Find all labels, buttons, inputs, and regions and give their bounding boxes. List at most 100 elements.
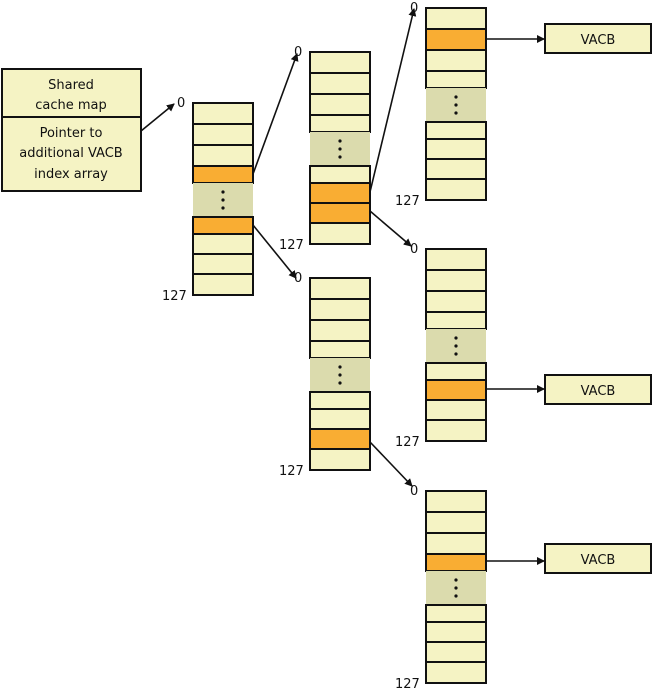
array-entry bbox=[425, 178, 487, 201]
array-entry bbox=[309, 114, 371, 133]
vacb-box-rect bbox=[544, 543, 652, 574]
ellipsis-dot bbox=[221, 206, 225, 210]
array-entry bbox=[309, 391, 371, 410]
array-entry bbox=[309, 340, 371, 359]
index-array-level3-middle: 0 127 bbox=[395, 242, 487, 450]
array-entry bbox=[425, 621, 487, 643]
vacb-index-pointer-cell bbox=[1, 116, 142, 192]
arrow-level2-to-level3-top bbox=[369, 8, 417, 193]
array-entry bbox=[425, 49, 487, 72]
index-label-last: 127 bbox=[279, 238, 304, 253]
array-entry bbox=[192, 102, 254, 125]
shared-cache-map-box: Shared cache map Pointer to additional V… bbox=[1, 68, 142, 192]
index-label-last: 127 bbox=[395, 677, 420, 690]
index-label-last: 127 bbox=[395, 435, 420, 450]
index-array-level2-bottom: 0 127 bbox=[279, 271, 371, 479]
ellipsis-dot bbox=[454, 586, 458, 590]
index-label-last: 127 bbox=[279, 464, 304, 479]
vacb-box-rect bbox=[544, 374, 652, 405]
array-entry bbox=[309, 408, 371, 430]
array-entry bbox=[425, 248, 487, 271]
arrow-level1-to-level2-bottom bbox=[252, 224, 297, 279]
array-entry bbox=[425, 269, 487, 292]
index-label-first: 0 bbox=[410, 484, 418, 499]
vacb-label: VACB bbox=[581, 33, 616, 48]
shared-cache-map-cell bbox=[1, 68, 142, 118]
pointer-line-1: Pointer to bbox=[40, 126, 103, 141]
array-entry bbox=[425, 532, 487, 555]
array-entry-used bbox=[192, 165, 254, 184]
ellipsis-dot bbox=[454, 344, 458, 348]
array-entry bbox=[425, 641, 487, 663]
arrow-level2-to-level3-bottom bbox=[369, 441, 413, 487]
array-entry bbox=[192, 253, 254, 275]
index-array-level3-bottom: 0 127 bbox=[395, 484, 487, 690]
ellipsis-dot bbox=[221, 198, 225, 202]
vacb-label: VACB bbox=[581, 384, 616, 399]
vacb-box: VACB bbox=[544, 543, 652, 574]
array-entry bbox=[309, 448, 371, 471]
ellipsis-dot bbox=[454, 111, 458, 115]
index-label-first: 0 bbox=[410, 242, 418, 257]
ellipsis-dot bbox=[221, 190, 225, 194]
shared-cache-map-line-2: cache map bbox=[35, 98, 107, 113]
ellipsis-dot bbox=[454, 336, 458, 340]
vacb-box: VACB bbox=[544, 374, 652, 405]
pointer-line-3: index array bbox=[34, 167, 108, 182]
array-entry bbox=[425, 121, 487, 140]
array-entry bbox=[425, 511, 487, 534]
array-entry bbox=[309, 165, 371, 184]
array-entry bbox=[309, 319, 371, 342]
array-entry bbox=[425, 311, 487, 330]
array-entry-used bbox=[192, 216, 254, 235]
index-array-level2-top: 0 127 bbox=[279, 45, 371, 253]
index-label-last: 127 bbox=[395, 194, 420, 209]
index-array-level3-top: 0 127 bbox=[395, 1, 487, 209]
array-entry bbox=[425, 362, 487, 381]
ellipsis-dot bbox=[454, 352, 458, 356]
array-entry bbox=[425, 490, 487, 513]
ellipsis-dot bbox=[454, 103, 458, 107]
array-entry bbox=[425, 7, 487, 30]
array-entry-used bbox=[425, 28, 487, 51]
index-label-first: 0 bbox=[294, 271, 302, 286]
array-entry bbox=[309, 222, 371, 245]
array-entry bbox=[425, 138, 487, 160]
arrow-root-to-level1 bbox=[140, 103, 175, 132]
ellipsis-dot bbox=[454, 578, 458, 582]
array-entry-used bbox=[309, 428, 371, 450]
ellipsis-dot bbox=[454, 95, 458, 99]
shared-cache-map-line-1: Shared bbox=[48, 78, 94, 93]
array-entry bbox=[425, 290, 487, 313]
index-label-first: 0 bbox=[410, 1, 418, 16]
ellipsis-dot bbox=[338, 139, 342, 143]
ellipsis-dot bbox=[338, 147, 342, 151]
array-entry bbox=[309, 298, 371, 321]
vacb-box-rect bbox=[544, 23, 652, 54]
array-entry bbox=[425, 604, 487, 623]
ellipsis-dot bbox=[338, 365, 342, 369]
array-entry bbox=[309, 277, 371, 300]
array-entry bbox=[309, 72, 371, 95]
array-entry bbox=[192, 273, 254, 296]
array-entry bbox=[425, 419, 487, 442]
array-entry bbox=[425, 399, 487, 421]
ellipsis-dot bbox=[338, 155, 342, 159]
array-entry-used bbox=[309, 202, 371, 224]
index-label-first: 0 bbox=[294, 45, 302, 60]
array-entry bbox=[425, 158, 487, 180]
pointer-line-2: additional VACB bbox=[19, 146, 122, 161]
ellipsis-dot bbox=[338, 381, 342, 385]
ellipsis-dot bbox=[454, 594, 458, 598]
vacb-label: VACB bbox=[581, 553, 616, 568]
index-label-last: 127 bbox=[162, 289, 187, 304]
array-entry-used bbox=[425, 379, 487, 401]
array-entry bbox=[192, 233, 254, 255]
arrow-level1-to-level2-top bbox=[252, 53, 299, 175]
arrow-level2-to-level3-middle bbox=[369, 210, 412, 247]
array-entry-used bbox=[309, 182, 371, 204]
array-entry bbox=[192, 144, 254, 167]
